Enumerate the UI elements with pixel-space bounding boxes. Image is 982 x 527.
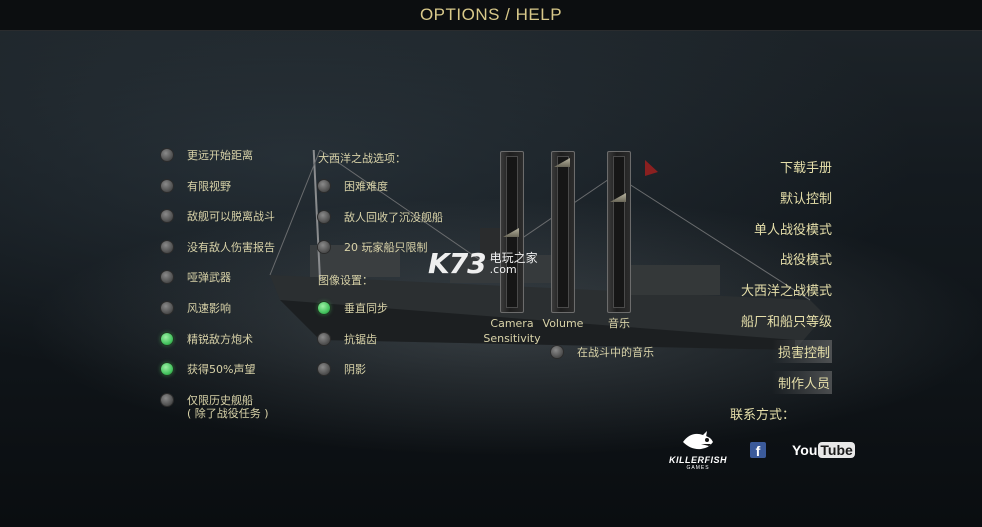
slider-thumb-2[interactable]: [610, 193, 626, 202]
atlantic-option-1[interactable]: 敌人回收了沉没舰船: [318, 210, 443, 224]
menu-item-1[interactable]: 默认控制: [779, 191, 832, 207]
left-option-6-label: 精锐敌方炮术: [187, 332, 253, 346]
left-option-3[interactable]: 没有敌人伤害报告: [161, 240, 275, 254]
left-option-4-radio[interactable]: [161, 271, 173, 284]
contact-label: 联系方式：: [730, 408, 796, 423]
youtube-tube-text: Tube: [818, 442, 855, 458]
slider-label-1: Volume: [542, 317, 584, 330]
left-option-0-label: 更远开始距离: [187, 149, 253, 162]
menu-item-6[interactable]: 损害控制: [771, 339, 832, 363]
graphics-option-0[interactable]: 垂直同步: [318, 302, 388, 315]
left-option-2[interactable]: 敌舰可以脱离战斗: [161, 210, 275, 223]
menu-item-3[interactable]: 战役模式: [779, 253, 832, 269]
killerfish-brand: KILLERFISH: [669, 455, 727, 465]
left-option-3-radio[interactable]: [161, 240, 173, 253]
youtube-icon[interactable]: You Tube: [792, 441, 855, 459]
menu-item-4[interactable]: 大西洋之战模式: [740, 284, 832, 300]
slider-thumb-1[interactable]: [554, 158, 570, 167]
menu-item-2[interactable]: 单人战役模式: [753, 222, 832, 238]
atlantic-option-2-radio[interactable]: [318, 241, 330, 253]
left-option-6-radio[interactable]: [161, 332, 173, 345]
menu-item-5[interactable]: 船厂和船只等级: [740, 315, 832, 330]
left-option-1[interactable]: 有限视野: [161, 179, 231, 193]
slider-label-0: Camera Sensitivity: [483, 317, 541, 345]
graphics-option-1[interactable]: 抗锯齿: [318, 332, 377, 346]
graphics-settings-heading: 图像设置：: [318, 274, 373, 287]
left-option-2-radio[interactable]: [161, 210, 173, 223]
graphics-option-2-radio[interactable]: [318, 363, 330, 375]
graphics-option-2-label: 阴影: [344, 363, 366, 376]
graphics-option-0-radio[interactable]: [318, 302, 330, 314]
killerfish-logo-link[interactable]: KILLERFISH GAMES: [668, 430, 728, 471]
atlantic-option-0-label: 困难难度: [344, 180, 388, 193]
graphics-option-1-radio[interactable]: [318, 332, 330, 345]
watermark-logo: K73: [428, 247, 487, 280]
slider-2[interactable]: [607, 151, 631, 313]
left-option-2-label: 敌舰可以脱离战斗: [187, 210, 275, 224]
left-option-8-radio[interactable]: [161, 393, 173, 406]
slider-track-2: [613, 156, 625, 308]
left-option-0[interactable]: 更远开始距离: [161, 149, 253, 162]
facebook-icon[interactable]: f: [750, 442, 766, 459]
youtube-you-text: You: [792, 442, 818, 458]
atlantic-option-1-label: 敌人回收了沉没舰船: [344, 210, 443, 224]
atlantic-option-0[interactable]: 困难难度: [318, 180, 388, 193]
battle-music-radio[interactable]: [551, 346, 563, 358]
left-option-7-label: 获得50%声望: [187, 363, 256, 377]
left-option-4-label: 哑弹武器: [187, 271, 231, 285]
menu-item-7[interactable]: 制作人员: [771, 370, 832, 394]
slider-thumb-0[interactable]: [503, 228, 519, 237]
left-option-7[interactable]: 获得50%声望: [161, 363, 255, 376]
left-option-8-label: 仅限历史舰船 ( 除了战役任务 ): [187, 393, 269, 420]
killerfish-fish-icon: [683, 431, 713, 450]
slider-track-1: [557, 156, 569, 308]
left-option-5[interactable]: 风速影响: [161, 302, 231, 315]
left-option-0-radio[interactable]: [161, 149, 173, 161]
slider-0[interactable]: [500, 151, 524, 313]
left-option-5-label: 风速影响: [187, 302, 231, 315]
atlantic-option-2[interactable]: 20 玩家船只限制: [318, 241, 428, 254]
slider-label-2: 音乐: [608, 317, 630, 330]
left-option-1-label: 有限视野: [187, 179, 231, 193]
graphics-option-2[interactable]: 阴影: [318, 363, 366, 376]
graphics-option-0-label: 垂直同步: [344, 302, 388, 315]
left-option-4[interactable]: 哑弹武器: [161, 271, 231, 284]
left-option-8[interactable]: 仅限历史舰船 ( 除了战役任务 ): [161, 393, 269, 420]
left-option-3-label: 没有敌人伤害报告: [187, 240, 275, 254]
menu-item-0[interactable]: 下载手册: [779, 161, 832, 176]
atlantic-option-0-radio[interactable]: [318, 180, 330, 192]
graphics-option-1-label: 抗锯齿: [344, 332, 377, 346]
battle-music-label: 在战斗中的音乐: [577, 346, 654, 359]
battle-music-toggle[interactable]: 在战斗中的音乐: [551, 346, 654, 359]
atlantic-option-2-label: 20 玩家船只限制: [344, 241, 428, 254]
slider-1[interactable]: [551, 151, 575, 313]
left-option-5-radio[interactable]: [161, 302, 173, 314]
atlantic-option-1-radio[interactable]: [318, 210, 330, 223]
left-option-6[interactable]: 精锐敌方炮术: [161, 332, 253, 346]
left-option-7-radio[interactable]: [161, 363, 173, 376]
left-option-1-radio[interactable]: [161, 179, 173, 192]
page-title: OPTIONS / HELP: [0, 0, 982, 31]
atlantic-options-heading: 大西洋之战选项：: [318, 152, 406, 165]
killerfish-sub: GAMES: [686, 465, 710, 471]
